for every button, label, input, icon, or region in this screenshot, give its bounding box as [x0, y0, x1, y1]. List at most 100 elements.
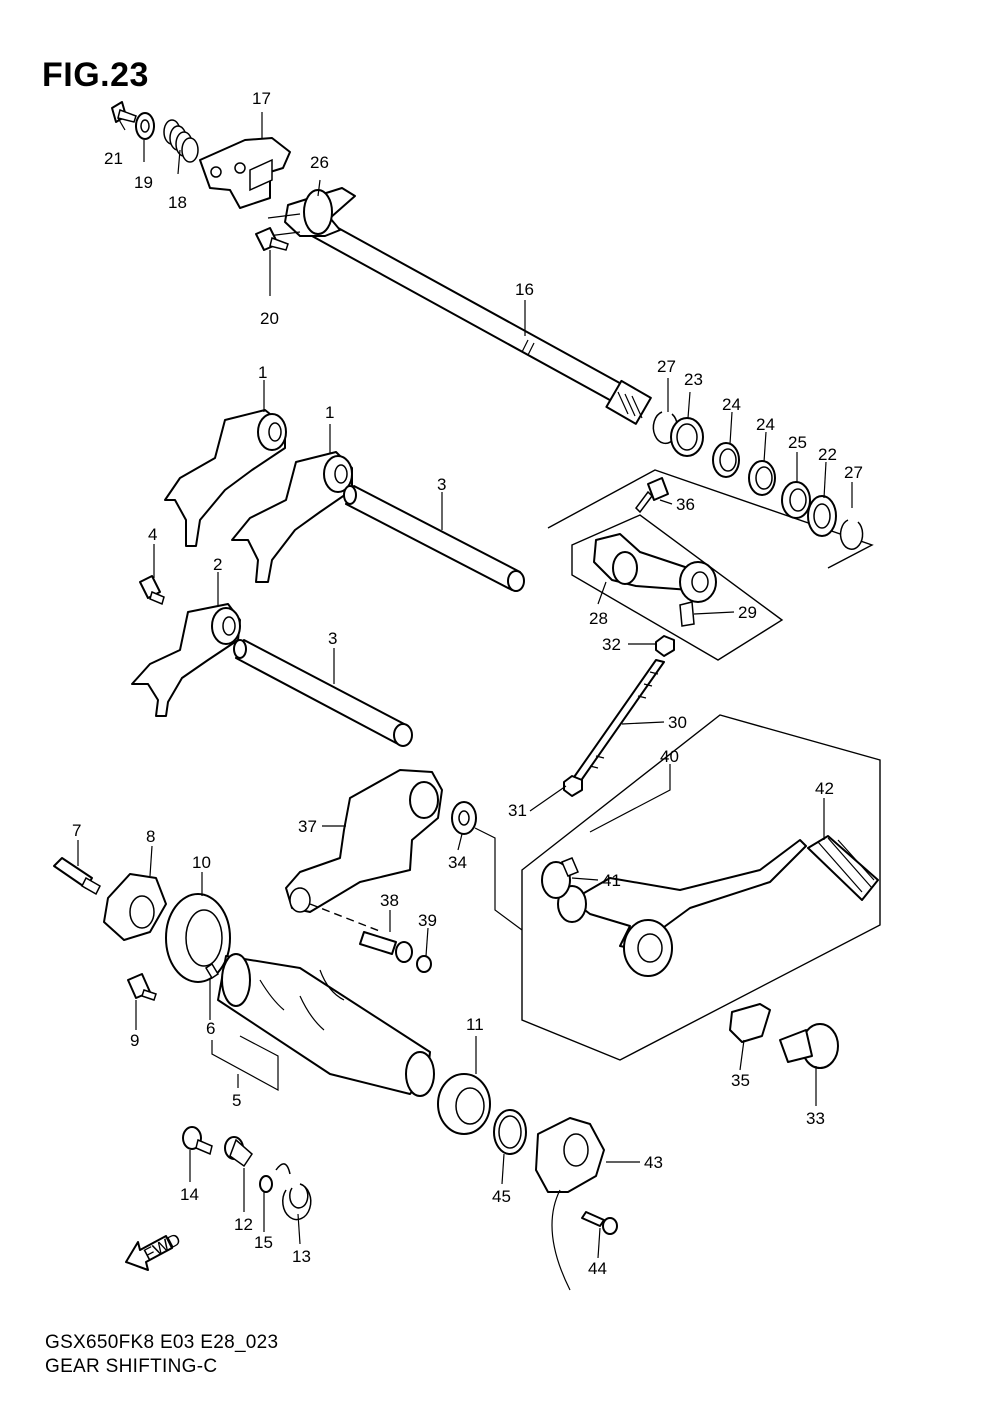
callout: 36	[676, 495, 695, 514]
fork-shaft-3a	[343, 485, 525, 592]
callout: 30	[668, 713, 687, 732]
callout: 3	[437, 475, 446, 494]
washer-34	[451, 801, 477, 835]
callout: 9	[130, 1031, 139, 1050]
callout: 11	[466, 1015, 484, 1034]
bolt-21	[111, 101, 137, 123]
bolt-4	[139, 575, 165, 606]
callout: 12	[234, 1215, 253, 1234]
bolt-9	[127, 973, 157, 1001]
bolt-14	[182, 1126, 213, 1156]
leader-lines	[77, 112, 853, 1259]
bearing-10	[165, 893, 231, 983]
shift-shaft	[311, 217, 652, 425]
washer-22	[807, 495, 837, 537]
pin-6	[204, 962, 220, 980]
washer-15	[259, 1175, 273, 1193]
cap-39	[416, 955, 432, 973]
shift-fork-2	[131, 603, 241, 717]
shift-arm-assembly	[267, 187, 356, 237]
bolt-38	[359, 931, 413, 963]
rod-end-41	[541, 857, 579, 899]
rod-end-29	[679, 561, 717, 627]
shift-pedal-rubber-42	[807, 835, 879, 901]
callout: 20	[260, 309, 279, 328]
spring-13	[275, 1163, 312, 1221]
stopper-plate-8	[103, 873, 167, 941]
bolt-33	[779, 1023, 839, 1069]
bolt-20	[255, 227, 289, 251]
callout: 26	[310, 153, 329, 172]
callout: 4	[148, 525, 157, 544]
callout: 24	[722, 395, 741, 414]
bearing-24a	[712, 442, 740, 478]
tie-rod-30	[571, 659, 665, 783]
callout: 1	[258, 363, 267, 382]
spring-18	[163, 119, 199, 163]
callout-labels: 21 17 19 18 26 20 16 27 23 24 24 25 22 2…	[72, 89, 863, 1278]
model-code: GSX650FK8 E03 E28_023	[45, 1332, 279, 1353]
callout: 2	[213, 555, 222, 574]
bearing-11	[437, 1073, 491, 1135]
callout: 42	[815, 779, 834, 798]
cover-35	[729, 1003, 771, 1043]
callout: 27	[657, 357, 676, 376]
bolt-36	[635, 477, 669, 514]
callout: 29	[738, 603, 757, 622]
callout: 25	[788, 433, 807, 452]
figure-title: FIG.23	[42, 56, 149, 94]
group-box-28-29	[571, 514, 784, 661]
callout: 43	[644, 1153, 663, 1172]
stopper-12	[224, 1136, 253, 1168]
circlip-27b	[839, 519, 864, 550]
callout: 13	[292, 1247, 311, 1266]
callout: 33	[806, 1109, 825, 1128]
bolt-44	[581, 1211, 618, 1235]
callout: 31	[508, 801, 527, 820]
gearshift-cam-5	[217, 953, 435, 1097]
callout: 7	[72, 821, 81, 840]
bearing-24b	[748, 460, 776, 496]
nut-32	[655, 635, 675, 657]
washer-23	[670, 417, 704, 457]
oil-seal-25	[781, 481, 811, 519]
shift-fork-1b	[231, 451, 353, 583]
link-arm-37	[285, 769, 443, 913]
callout: 15	[254, 1233, 273, 1252]
callout: 14	[180, 1185, 199, 1204]
callout: 6	[206, 1019, 215, 1038]
callout: 17	[252, 89, 271, 108]
callout: 28	[589, 609, 608, 628]
callout: 32	[602, 635, 621, 654]
shift-link-arm-28	[593, 533, 701, 591]
callout: 40	[660, 747, 679, 766]
callout: 27	[844, 463, 863, 482]
callout: 22	[818, 445, 837, 464]
o-ring-45	[493, 1109, 527, 1155]
callout: 38	[380, 891, 399, 910]
callout: 5	[232, 1091, 241, 1110]
callout: 10	[192, 853, 211, 872]
callout: 21	[104, 149, 123, 168]
callout: 1	[325, 403, 334, 422]
shift-fork-1a	[164, 409, 287, 547]
callout: 18	[168, 193, 187, 212]
section-name: GEAR SHIFTING-C	[45, 1356, 218, 1377]
fwd-label: FWD	[141, 1230, 184, 1265]
callout: 8	[146, 827, 155, 846]
callout: 34	[448, 853, 467, 872]
fork-shaft-3b	[233, 639, 413, 747]
callout: 24	[756, 415, 775, 434]
callout: 39	[418, 911, 437, 930]
group-box-40	[521, 714, 881, 1061]
callout: 23	[684, 370, 703, 389]
callout: 37	[298, 817, 317, 836]
bolt-7	[53, 857, 101, 896]
fwd-arrow-icon: FWD	[125, 1230, 184, 1271]
washer-19	[135, 112, 155, 140]
callout: 44	[588, 1259, 607, 1278]
nut-31	[563, 775, 583, 797]
gear-shift-lever	[557, 839, 807, 977]
callout: 41	[602, 871, 621, 890]
